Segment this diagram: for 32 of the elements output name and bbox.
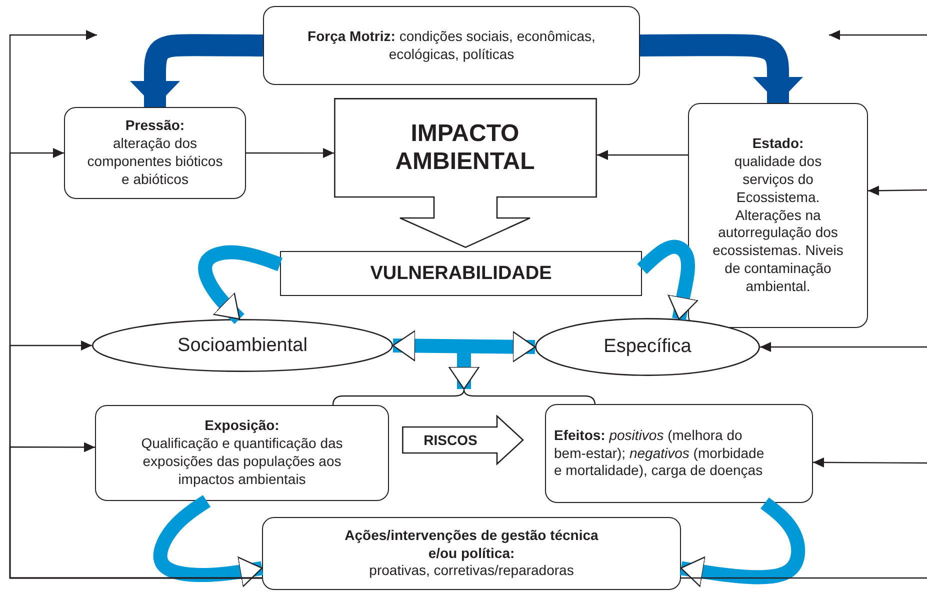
arrow: [813, 457, 927, 468]
arrow: [246, 148, 334, 158]
arrow: [868, 186, 927, 196]
block-arrow: [637, 240, 698, 322]
body-text: Efeitos: positivos (melhora do bem-estar); negativos (morbidade e mortalidade), carga de doenças: [554, 426, 766, 480]
process-box: [263, 6, 640, 85]
arrow: [597, 150, 688, 160]
body-text: Força Motriz: condições sociais, econômicas, ecológicas, políticas: [306, 28, 596, 64]
title-box: [280, 251, 642, 296]
heading-text: Ações/intervenções de gestão técnica e/ou política:: [344, 526, 600, 562]
body-text: Socioambiental: [178, 334, 308, 356]
title-text: VULNERABILIDADE: [370, 262, 552, 284]
arrow: [760, 342, 927, 352]
body-text: proativas, corretivas/reparadoras: [369, 562, 574, 580]
body-text: qualidade dos serviços do Ecossistema. Alterações na autorregulação dos ecossistemas. Niveis de contaminação ambiental.: [712, 152, 844, 296]
process-box: [545, 404, 813, 503]
heading-text: Estado:: [752, 134, 804, 153]
title-text: RISCOS: [424, 432, 478, 450]
process-box: [64, 107, 246, 199]
body-text: alteração dos componentes bióticos e abióticos: [86, 135, 224, 189]
block-arrow: [392, 330, 536, 362]
title-text: IMPACTO AMBIENTAL: [394, 120, 536, 176]
process-box: [688, 103, 868, 328]
block-arrow: [198, 245, 282, 324]
process-box: [95, 405, 389, 501]
arrow: [9, 442, 262, 579]
process-box: [262, 517, 681, 590]
block-arrow: [153, 495, 264, 588]
heading-text: Pressão:: [125, 117, 185, 136]
heading-text: Exposição:: [204, 417, 280, 436]
body-text: Qualificação e quantificação das exposições das populações aos impactos ambientais: [140, 435, 344, 489]
body-text: Específica: [604, 336, 692, 358]
